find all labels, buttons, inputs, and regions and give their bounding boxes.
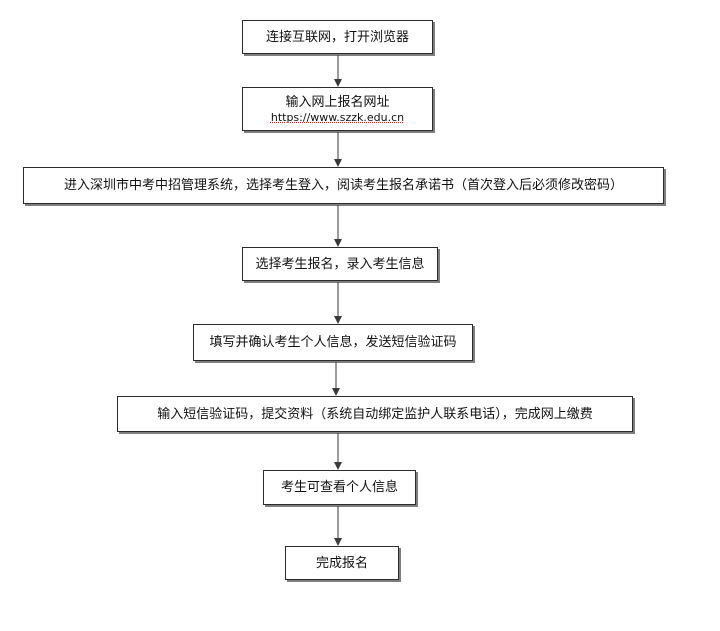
step-label: 完成报名 xyxy=(315,555,368,571)
step-confirm-info: 填写并确认考生个人信息，发送短信验证码 xyxy=(193,324,473,361)
step-label: 输入短信验证码，提交资料（系统自动绑定监护人联系电话），完成网上缴费 xyxy=(157,406,593,422)
step-label: 输入网上报名网址 xyxy=(285,94,390,110)
step-label: 考生可查看个人信息 xyxy=(280,480,398,495)
step-connect-internet: 连接互联网，打开浏览器 xyxy=(242,20,433,54)
step-enter-system: 进入深圳市中考中招管理系统，选择考生登入，阅读考生报名承诺书（首次登入后必须修改… xyxy=(23,167,664,204)
step-view-info: 考生可查看个人信息 xyxy=(263,470,416,505)
step-select-registration: 选择考生报名，录入考生信息 xyxy=(242,247,438,281)
step-label: 填写并确认考生个人信息，发送短信验证码 xyxy=(209,335,457,350)
step-submit-payment: 输入短信验证码，提交资料（系统自动绑定监护人联系电话），完成网上缴费 xyxy=(117,396,633,432)
registration-url: https://www.szzk.edu.cn xyxy=(270,110,405,124)
step-label: 连接互联网，打开浏览器 xyxy=(265,29,409,45)
step-complete: 完成报名 xyxy=(285,546,399,580)
step-label: 进入深圳市中考中招管理系统，选择考生登入，阅读考生报名承诺书（首次登入后必须修改… xyxy=(63,178,623,193)
step-enter-url: 输入网上报名网址 https://www.szzk.edu.cn xyxy=(242,87,433,131)
step-label: 选择考生报名，录入考生信息 xyxy=(255,256,425,272)
